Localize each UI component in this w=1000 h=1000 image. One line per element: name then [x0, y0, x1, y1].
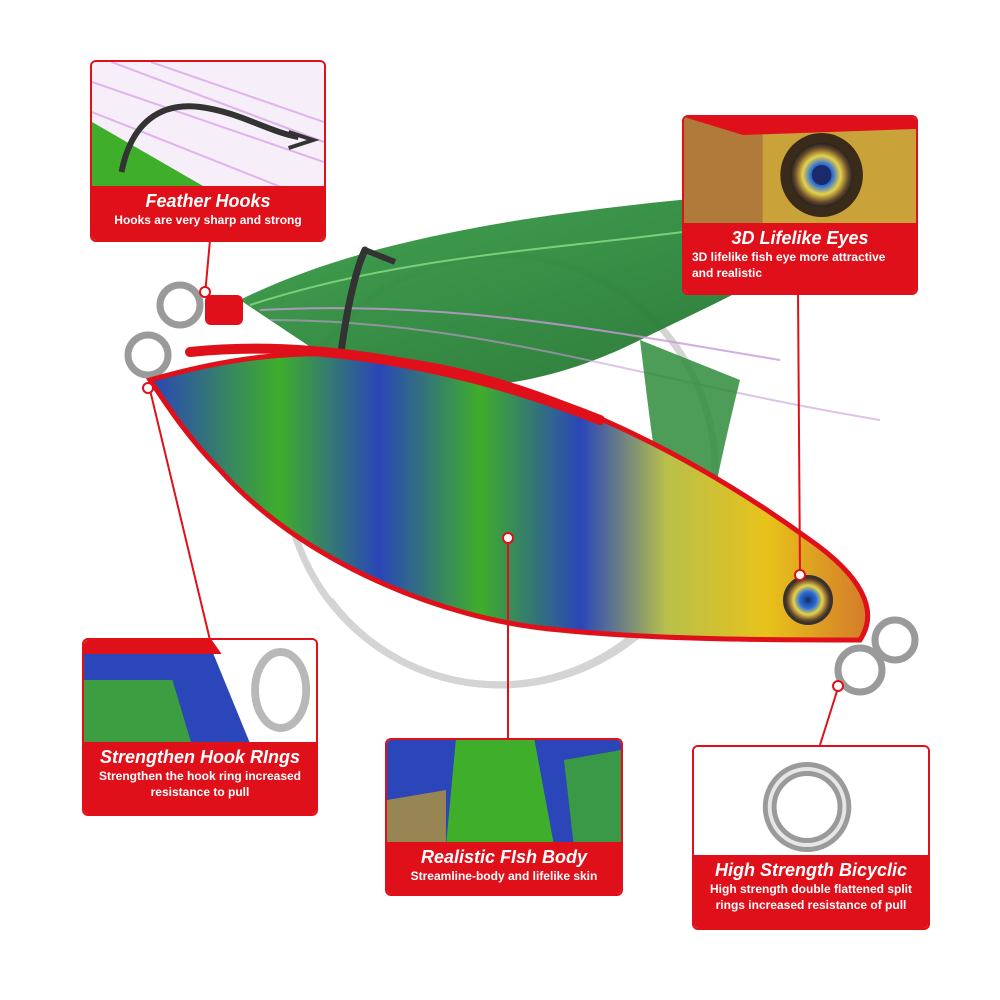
callout-band: 3D Lifelike Eyes 3D lifelike fish eye mo… [684, 223, 916, 293]
callout-description: Strengthen the hook ring increased resis… [98, 769, 302, 799]
callout-lifelike-eyes: 3D Lifelike Eyes 3D lifelike fish eye mo… [682, 115, 918, 295]
callout-description: High strength double flattened split rin… [710, 882, 912, 912]
thread-wrap [205, 295, 243, 325]
feather-hook-closeup [92, 62, 324, 190]
callout-title: High Strength Bicyclic [714, 860, 908, 880]
callout-title: Feather Hooks [145, 191, 271, 211]
callout-fish-body: Realistic FIsh Body Streamline-body and … [385, 738, 623, 896]
leader-dots [142, 286, 844, 692]
callout-feather-hooks: Feather Hooks Hooks are very sharp and s… [90, 60, 326, 242]
callout-title: 3D Lifelike Eyes [731, 228, 869, 248]
callout-split-rings: High Strength Bicyclic High strength dou… [692, 745, 930, 930]
callout-band: Strengthen Hook RIngs Strengthen the hoo… [84, 742, 316, 814]
callout-title: Strengthen Hook RIngs [99, 747, 300, 767]
callout-band: High Strength Bicyclic High strength dou… [694, 855, 928, 928]
callout-hook-rings: Strengthen Hook RIngs Strengthen the hoo… [82, 638, 318, 816]
callout-description: Streamline-body and lifelike skin [410, 869, 598, 883]
hook-ring-closeup [84, 640, 316, 746]
callout-title: Realistic FIsh Body [420, 847, 588, 867]
callout-description: 3D lifelike fish eye more attractive and… [692, 250, 886, 280]
fish-body-closeup [387, 740, 621, 846]
split-ring-closeup [694, 747, 928, 859]
leader-lines [149, 239, 839, 746]
lure-body-icon [146, 343, 871, 643]
callout-band: Realistic FIsh Body Streamline-body and … [387, 842, 621, 894]
callout-band: Feather Hooks Hooks are very sharp and s… [92, 186, 324, 240]
callout-description: Hooks are very sharp and strong [114, 213, 302, 227]
ring-icon [124, 281, 919, 696]
eye-closeup [684, 117, 916, 227]
